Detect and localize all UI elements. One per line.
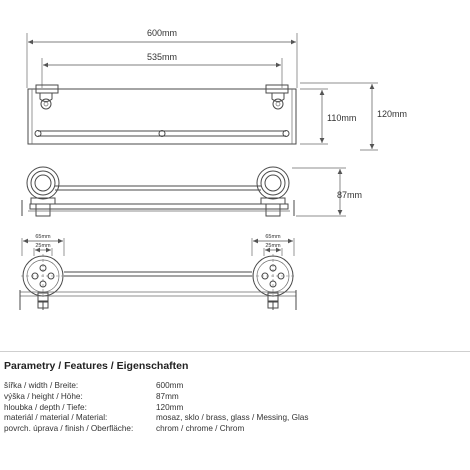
spec-value: mosaz, sklo / brass, glass / Messing, Gl… — [156, 413, 309, 423]
rosette-right-front — [256, 166, 290, 217]
spec-value: 600mm — [156, 381, 184, 390]
dimension-label-hole-right: 25mm — [265, 243, 281, 249]
front-rail-top — [34, 130, 290, 137]
glass-shelf-top — [27, 88, 297, 145]
rail-and-glass-front — [21, 185, 295, 216]
bracket-left-top — [35, 84, 59, 110]
spec-value: 120mm — [156, 402, 184, 412]
front-view: 87mm — [21, 166, 362, 217]
spec-value: chrom / chrome / Chrom — [156, 424, 245, 434]
dimension-label-depth: 120mm — [377, 109, 407, 119]
spec-label: povrch. úprava / finish / Oberfläche: — [4, 424, 134, 434]
spec-row-width: šířka / width / Breite: 600mm — [4, 381, 464, 392]
spec-label: šířka / width / Breite: — [4, 381, 79, 390]
spec-row-height: výška / height / Höhe: 87mm — [4, 392, 464, 403]
rail-mount — [19, 271, 297, 310]
dimension-label-front-height: 87mm — [337, 190, 362, 200]
rosette-left-mount — [21, 254, 65, 310]
spec-label: hloubka / depth / Tiefe: — [4, 402, 87, 412]
technical-drawing: 600mm 535mm — [19, 28, 407, 310]
spec-value: 87mm — [156, 391, 179, 401]
spec-row-finish: povrch. úprava / finish / Oberfläche: ch… — [4, 424, 464, 435]
dimension-label-shelf-height: 110mm — [327, 113, 356, 123]
mount-view: 65mm 25mm 65mm 25mm — [19, 234, 297, 310]
dimension-label-hole-left: 25mm — [35, 243, 51, 249]
spec-label: výška / height / Höhe: — [4, 391, 83, 401]
dimension-label-rosette-right: 65mm — [265, 234, 281, 240]
rosette-right-mount — [251, 254, 295, 310]
spec-row-material: materiál / material / Material: mosaz, s… — [4, 413, 464, 424]
specs-section: Parametry / Features / Eigenschaften šíř… — [4, 360, 464, 435]
specs-heading: Parametry / Features / Eigenschaften — [4, 360, 189, 372]
top-view: 600mm 535mm — [26, 28, 407, 151]
bracket-right-top — [265, 84, 289, 110]
dimension-label-width: 600mm — [147, 28, 177, 38]
spec-label: materiál / material / Material: — [4, 413, 108, 423]
section-divider — [0, 351, 470, 352]
spec-row-depth: hloubka / depth / Tiefe: 120mm — [4, 403, 464, 414]
dimension-label-inner-width: 535mm — [147, 52, 177, 62]
dimension-label-rosette-left: 65mm — [35, 234, 51, 240]
